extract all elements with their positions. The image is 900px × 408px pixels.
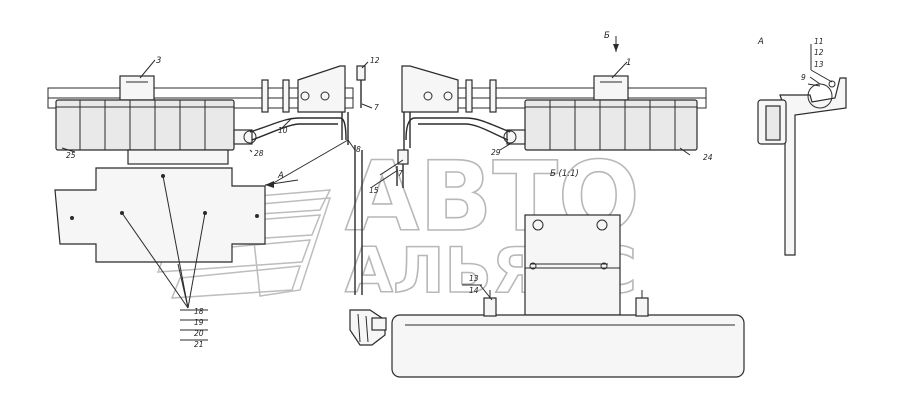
label-7-low: 7 xyxy=(398,169,403,178)
label-24: 24 xyxy=(703,153,713,162)
view-b-arrow-letter: Б xyxy=(604,31,610,41)
label-28: 28 xyxy=(254,149,264,158)
label-15: 15 xyxy=(369,186,379,195)
label-29: 29 xyxy=(491,148,501,157)
leader-lines xyxy=(61,59,821,341)
label-13-side: 13 xyxy=(814,60,824,69)
label-12-top: 12 xyxy=(370,56,380,65)
label-7-top: 7 xyxy=(374,103,379,112)
label-18: 18 xyxy=(194,307,204,316)
view-markers: А А Б Б (1:1) xyxy=(277,31,764,181)
label-14: 14 xyxy=(469,286,479,295)
view-a-arrow-letter: А xyxy=(277,171,284,181)
left-assembly xyxy=(47,65,366,309)
label-20: 20 xyxy=(194,329,204,338)
label-11: 11 xyxy=(814,37,824,46)
label-10: 10 xyxy=(278,126,288,135)
label-9: 9 xyxy=(801,73,806,82)
part-labels: 3 1 12 7 10 8 28 25 29 24 7 15 13 14 18 … xyxy=(66,37,824,349)
label-21: 21 xyxy=(194,340,204,349)
view-b-title: Б (1:1) xyxy=(550,169,579,179)
label-12-side: 12 xyxy=(814,48,824,57)
label-13-low: 13 xyxy=(469,274,479,283)
view-a-title: А xyxy=(757,37,764,47)
label-25: 25 xyxy=(66,151,76,160)
label-3: 3 xyxy=(156,56,161,66)
right-assembly xyxy=(349,36,745,378)
label-8: 8 xyxy=(356,145,361,154)
label-1: 1 xyxy=(626,58,631,68)
label-19: 19 xyxy=(194,318,204,327)
